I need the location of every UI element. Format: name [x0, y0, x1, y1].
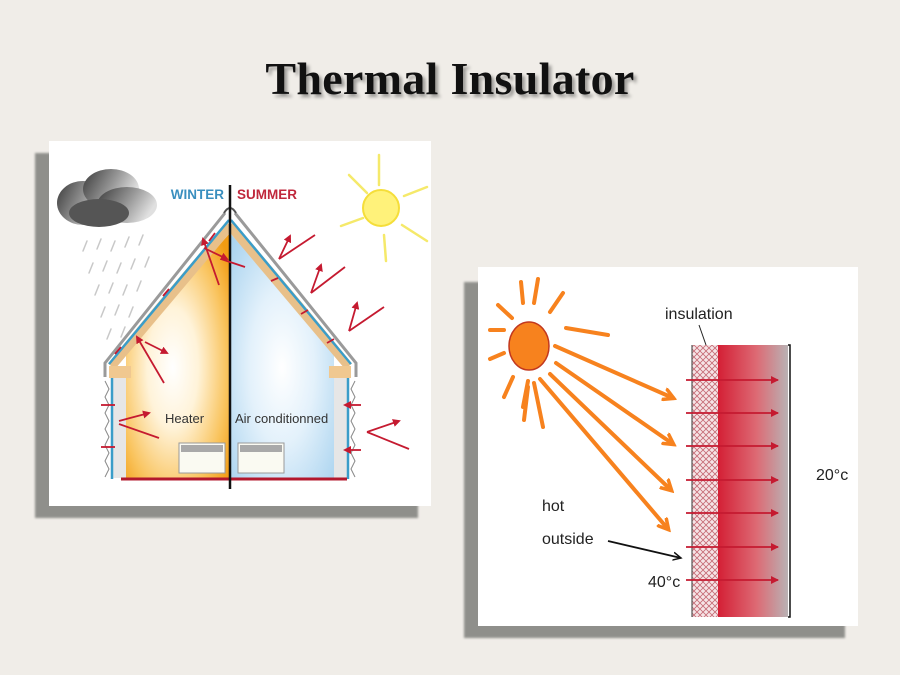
- winter-label: WINTER: [171, 187, 224, 202]
- summer-label: SUMMER: [237, 187, 297, 202]
- hot-outside-pointer: [607, 540, 681, 558]
- heater-unit-icon: [178, 442, 226, 474]
- air-conditioned-label: Air conditionned: [235, 411, 328, 426]
- cloud-icon: [57, 169, 157, 227]
- insulation-label: insulation: [665, 306, 733, 323]
- air-conditioner-unit-icon: [237, 442, 285, 474]
- heat-through-wall-arrows: [686, 376, 779, 584]
- insulation-pointer: [698, 324, 707, 346]
- heat-flow-arrows: [101, 232, 410, 454]
- sun-disc-icon: [508, 321, 550, 371]
- house-figure: WINTER SUMMER: [49, 141, 431, 506]
- sun-icon: [339, 153, 429, 263]
- hot-label: hot: [542, 498, 565, 515]
- sun-ray-arrows: [522, 344, 673, 529]
- outside-label: outside: [542, 531, 594, 548]
- insulation-diagram: insulation hot outside 40°c 20°c: [488, 277, 848, 618]
- wall-body: [718, 345, 788, 617]
- page-title: Thermal Insulator: [265, 53, 635, 104]
- house-diagram: WINTER SUMMER: [57, 153, 429, 489]
- wall-figure: insulation hot outside 40°c 20°c: [478, 267, 858, 626]
- inside-temperature: 20°c: [816, 467, 848, 484]
- heater-label: Heater: [165, 411, 205, 426]
- outside-temperature: 40°c: [648, 574, 680, 591]
- rain-icon: [82, 234, 150, 340]
- winter-interior: [126, 233, 230, 478]
- insulation-layer: [692, 345, 718, 617]
- summer-interior: [230, 233, 334, 478]
